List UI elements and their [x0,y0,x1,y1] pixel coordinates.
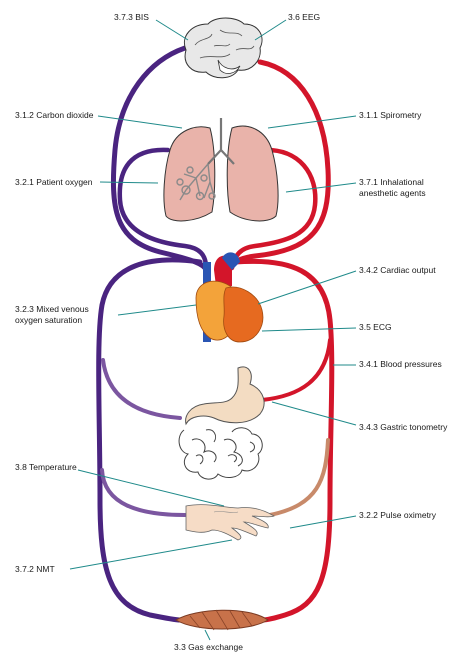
label-spirometry: 3.1.1 Spirometry [359,110,422,120]
mixed-vessel-hand [100,468,187,517]
label-nmt: 3.7.2 NMT [15,564,55,574]
leader-eeg [254,19,287,41]
label-inhalational-2: anesthetic agents [359,188,426,198]
capillary-vessel-hand [268,438,330,517]
arterial-vessel-lung [229,147,318,271]
label-gastric: 3.4.3 Gastric tonometry [359,422,448,432]
heart-icon [195,252,264,343]
leader-mixed-venous [117,304,197,316]
leader-ecg [261,327,357,332]
leader-pulse-ox [289,515,357,529]
leader-inhalational [285,182,357,193]
labels: 3.7.3 BIS 3.6 EEG 3.1.2 Carbon dioxide 3… [15,12,448,652]
label-gas-exchange: 3.3 Gas exchange [174,642,243,652]
label-blood-pressures: 3.4.1 Blood pressures [359,359,442,369]
arterial-vessel-brain [225,59,331,273]
leader-temperature [77,469,225,507]
arterial-vessel-gut [260,338,332,402]
muscle-icon [175,609,269,631]
leader-lines [69,19,357,641]
label-ecg: 3.5 ECG [359,322,392,332]
label-mixed-venous-1: 3.2.3 Mixed venous [15,304,89,314]
label-cardiac-output: 3.4.2 Cardiac output [359,265,436,275]
venous-vessel-outer [96,257,203,623]
leader-spirometry [267,115,357,129]
venous-vessel-lung [117,147,209,268]
mixed-vessel-gut [101,358,182,420]
leader-gastric [271,401,357,426]
arterial-vessel-outer [232,258,335,623]
leader-cardiac-output [257,270,357,305]
vessels [96,45,335,623]
label-patient-oxygen: 3.2.1 Patient oxygen [15,177,93,187]
label-pulse-ox: 3.2.2 Pulse oximetry [359,510,437,520]
brain-icon [184,17,263,79]
label-bis: 3.7.3 BIS [114,12,149,22]
bronchial-tree [176,163,216,201]
leader-patient-oxygen [99,181,159,184]
leader-co2 [97,115,183,129]
label-mixed-venous-2: oxygen saturation [15,315,82,325]
leader-gas-exchange [204,629,211,641]
label-inhalational-1: 3.7.1 Inhalational [359,177,424,187]
stomach-intestines-icon [178,366,265,480]
venous-vessel-brain [110,45,208,271]
label-eeg: 3.6 EEG [288,12,320,22]
label-temperature: 3.8 Temperature [15,462,77,472]
label-co2: 3.1.2 Carbon dioxide [15,110,94,120]
hand-icon [185,504,275,541]
leader-nmt [69,539,233,570]
leader-bis [155,19,189,41]
lungs-icon [163,118,279,222]
